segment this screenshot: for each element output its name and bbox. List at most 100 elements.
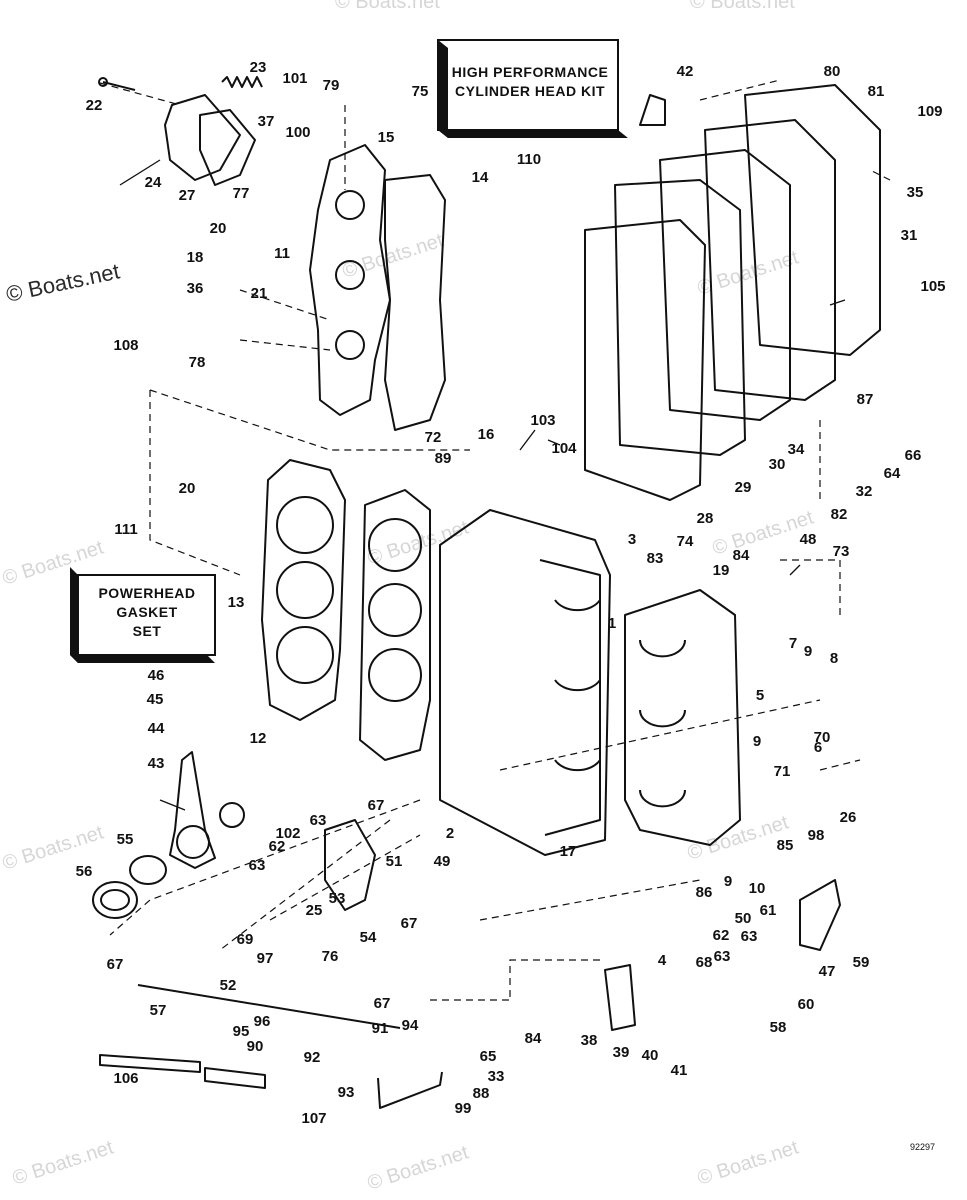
part-callout: 86 (696, 884, 713, 901)
part-callout: 77 (233, 185, 250, 202)
part-callout: 26 (840, 809, 857, 826)
part-callout: 57 (150, 1002, 167, 1019)
part-callout: 18 (187, 249, 204, 266)
part-callout: 96 (254, 1013, 271, 1030)
part-callout: 27 (179, 187, 196, 204)
part-callout: 106 (113, 1070, 138, 1087)
part-callout: 62 (269, 838, 286, 855)
part-callout: 42 (677, 63, 694, 80)
part-callout: 78 (189, 354, 206, 371)
part-callout: 74 (677, 533, 694, 550)
part-callout: 24 (145, 174, 162, 191)
part-callout: 84 (525, 1030, 542, 1047)
part-callout: 64 (884, 465, 901, 482)
part-callout: 59 (853, 954, 870, 971)
part-callout: 11 (274, 245, 290, 262)
part-callout: 40 (642, 1047, 659, 1064)
part-callout: 108 (113, 337, 138, 354)
part-callout: 76 (322, 948, 339, 965)
part-callout: 28 (697, 510, 714, 527)
kit-box-line-2: CYLINDER HEAD KIT (455, 83, 605, 99)
gasket-box-line-2: GASKET (116, 604, 177, 620)
gasket-box-line-3: SET (133, 623, 162, 639)
part-callout: 50 (735, 910, 752, 927)
part-callout: 1 (608, 615, 616, 632)
watermark: © Boats.net (365, 1141, 472, 1194)
part-callout: 103 (530, 412, 555, 429)
part-callout: 34 (788, 441, 805, 458)
part-callout: 67 (368, 797, 385, 814)
part-callout: 23 (250, 59, 267, 76)
part-callout: 45 (147, 691, 164, 708)
part-callout: 10 (749, 880, 766, 897)
part-callout: 38 (581, 1032, 598, 1049)
part-callout: 97 (257, 950, 274, 967)
watermark: © Boats.net (340, 229, 447, 282)
part-callout: 89 (435, 450, 452, 467)
part-callout: 53 (329, 890, 346, 907)
part-callout: 94 (402, 1017, 419, 1034)
gasket-box-line-1: POWERHEAD (98, 585, 195, 601)
watermark: © Boats.net (690, 0, 795, 13)
kit-box-line-1: HIGH PERFORMANCE (452, 64, 609, 80)
high-performance-kit-box: HIGH PERFORMANCE CYLINDER HEAD KIT (437, 39, 628, 138)
part-callout: 16 (478, 426, 495, 443)
part-callout: 98 (808, 827, 825, 844)
part-callout: 100 (285, 124, 310, 141)
part-callout: 60 (798, 996, 815, 1013)
part-callout: 67 (401, 915, 418, 932)
part-callout: 109 (917, 103, 942, 120)
part-callout: 35 (907, 184, 924, 201)
part-callout: 62 (713, 927, 730, 944)
part-callout: 7 (789, 635, 797, 652)
part-callout: 65 (480, 1048, 497, 1065)
part-callout: 14 (472, 169, 489, 186)
part-callout: 19 (713, 562, 730, 579)
part-callout: 101 (282, 70, 307, 87)
part-callout: 104 (551, 440, 577, 457)
part-callout: 8 (830, 650, 838, 667)
part-callout: 48 (800, 531, 817, 548)
part-callout: 90 (247, 1038, 264, 1055)
part-callout: 12 (250, 730, 267, 747)
part-callout: 99 (455, 1100, 472, 1117)
part-callout: 46 (148, 667, 165, 684)
part-callout: 30 (769, 456, 786, 473)
part-callout: 33 (488, 1068, 505, 1085)
part-callout: 49 (434, 853, 451, 870)
part-callout: 17 (560, 843, 577, 860)
part-callout: 63 (714, 948, 731, 965)
part-callout: 54 (360, 929, 377, 946)
powerhead-gasket-set-box: POWERHEAD GASKET SET (70, 567, 216, 663)
part-callout: 9 (804, 643, 812, 660)
part-callout: 92 (304, 1049, 321, 1066)
part-callout: 70 (814, 729, 831, 746)
part-callout: 67 (374, 995, 391, 1012)
part-callout: 13 (228, 594, 245, 611)
part-callout: 2 (446, 825, 454, 842)
assembly-dashed-lines (99, 79, 891, 1001)
part-callout: 102 (275, 825, 300, 842)
part-callout: 20 (210, 220, 227, 237)
part-callout: 21 (251, 285, 268, 302)
part-callout: 43 (148, 755, 165, 772)
part-callout: 72 (425, 429, 442, 446)
part-callout: 32 (856, 483, 873, 500)
part-callout: 105 (920, 278, 945, 295)
part-callout: 47 (819, 963, 836, 980)
part-callout: 71 (774, 763, 791, 780)
part-callout: 9 (724, 873, 732, 890)
part-callout: 84 (733, 547, 750, 564)
part-callout: 51 (386, 853, 403, 870)
parts-drawings (92, 76, 881, 1109)
part-callout: 73 (833, 543, 850, 560)
part-callout: 4 (658, 952, 667, 969)
part-callout: 79 (323, 77, 340, 94)
part-callout: 5 (756, 687, 764, 704)
part-callout: 63 (741, 928, 758, 945)
part-callout: 56 (76, 863, 93, 880)
part-callout: 41 (671, 1062, 688, 1079)
part-callout: 110 (517, 151, 541, 168)
part-callout: 36 (187, 280, 204, 297)
